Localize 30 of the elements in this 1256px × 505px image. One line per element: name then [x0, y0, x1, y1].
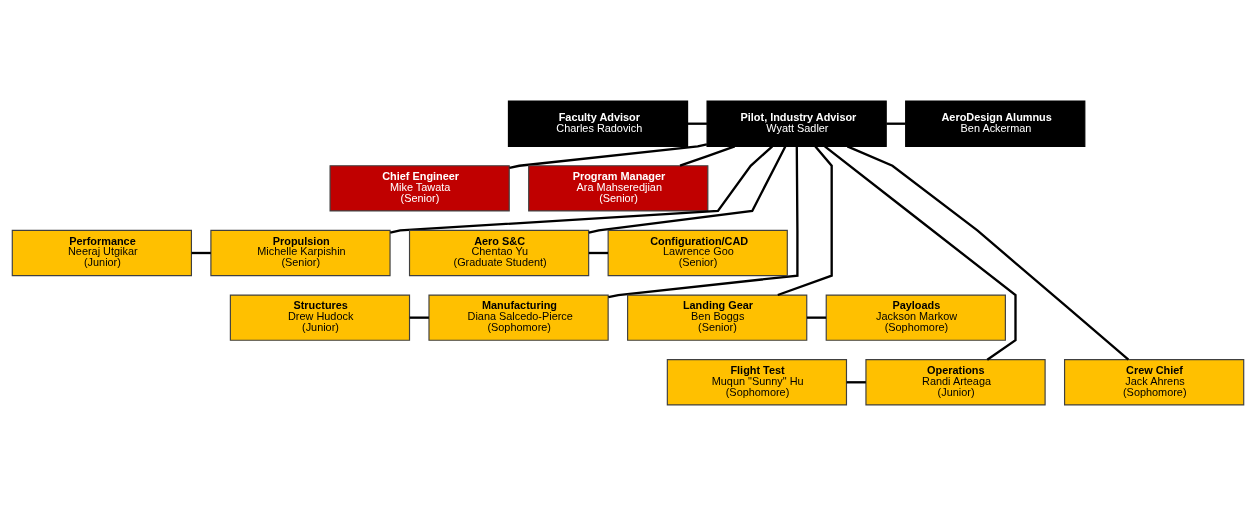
node-box: Payloads Jackson Markow (Sophomore) [825, 293, 1006, 341]
connector [846, 380, 866, 383]
node-box: Propulsion Michelle Karpishin (Senior) [210, 229, 391, 276]
connector [806, 315, 827, 319]
node-box: Crew Chief Jack Ahrens (Sophomore) [1064, 358, 1245, 405]
node-box: Operations Randi Arteaga (Junior) [865, 358, 1046, 405]
node-box: Pilot, Industry Advisor Wyatt Sadler [706, 100, 887, 147]
connector [777, 145, 833, 296]
connector [409, 315, 429, 319]
connector [824, 145, 1017, 361]
node-box: Chief Engineer Mike Tawata (Senior) [329, 164, 510, 212]
node-box: Landing Gear Ben Boggs (Senior) [627, 293, 808, 341]
node-box: Configuration/CAD Lawrence Goo (Senior) [607, 229, 788, 276]
node-box: Faculty Advisor Charles Radovich [507, 100, 689, 147]
node-box: Structures Drew Hudock (Junior) [229, 293, 411, 341]
connector [588, 145, 787, 234]
node-box: Flight Test Muqun "Sunny" Hu (Sophomore) [666, 358, 848, 405]
connector [886, 122, 906, 125]
node-box: Aero S&C Chentao Yu (Graduate Student) [408, 229, 590, 276]
connector [191, 251, 211, 254]
node-box: Program Manager Ara Mahseredjian (Senior) [528, 164, 709, 212]
node-box: Manufacturing Diana Salcedo-Pierce (Sophomore) [428, 293, 609, 341]
node-box: Performance Neeraj Utgikar (Junior) [11, 229, 192, 276]
connector [846, 144, 1130, 360]
connector [390, 144, 774, 234]
connector [588, 251, 609, 254]
connector [509, 142, 708, 169]
node-box: AeroDesign Alumnus Ben Ackerman [905, 100, 1086, 147]
connector [687, 122, 707, 125]
connector [679, 144, 736, 167]
